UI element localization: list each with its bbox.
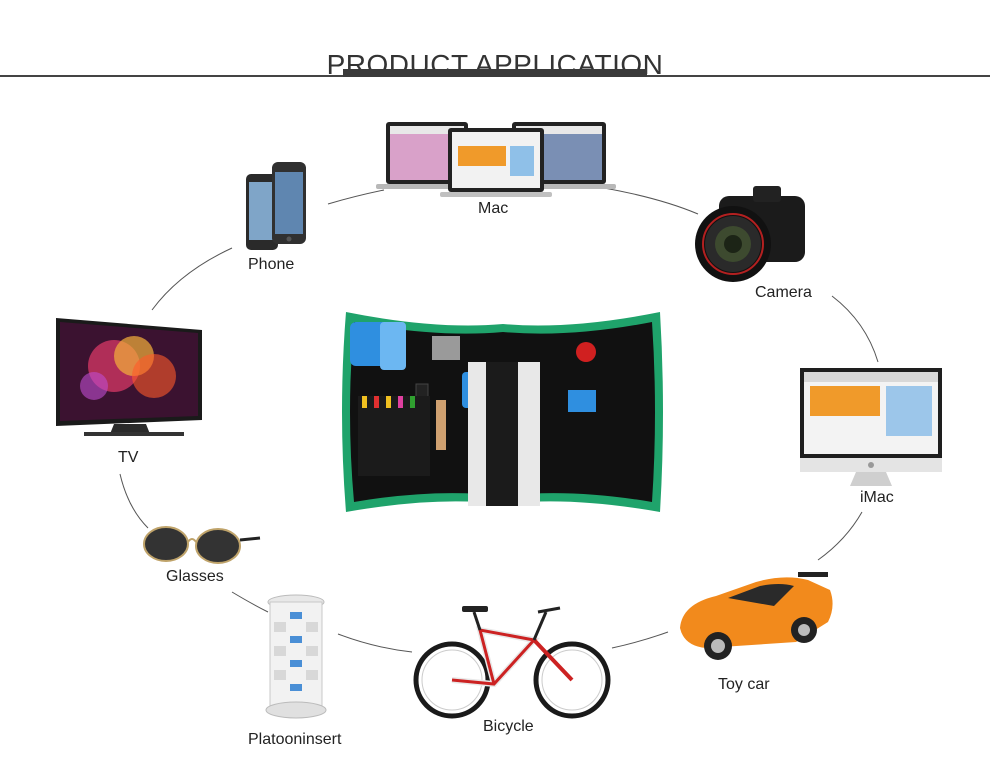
tv-image (56, 318, 202, 436)
toy-car-image (680, 572, 833, 660)
glasses-label: Glasses (166, 568, 224, 585)
bicycle-label: Bicycle (483, 718, 534, 735)
mac-laptops-image (376, 122, 616, 197)
tool-kit-image (342, 312, 663, 512)
bicycle-image (413, 606, 611, 719)
mac-label: Mac (478, 200, 509, 217)
camera-label: Camera (755, 284, 812, 301)
imac-image (800, 368, 942, 486)
title-underline (343, 69, 647, 77)
phone-image (246, 162, 306, 250)
toy-car-label: Toy car (718, 676, 770, 693)
glasses-image (143, 526, 261, 564)
phone-label: Phone (248, 256, 295, 273)
power-tower-image (265, 594, 327, 719)
tv-label: TV (118, 449, 139, 466)
camera-image (695, 186, 805, 282)
platooninsert-label: Platooninsert (248, 731, 342, 748)
imac-label: iMac (860, 489, 894, 506)
